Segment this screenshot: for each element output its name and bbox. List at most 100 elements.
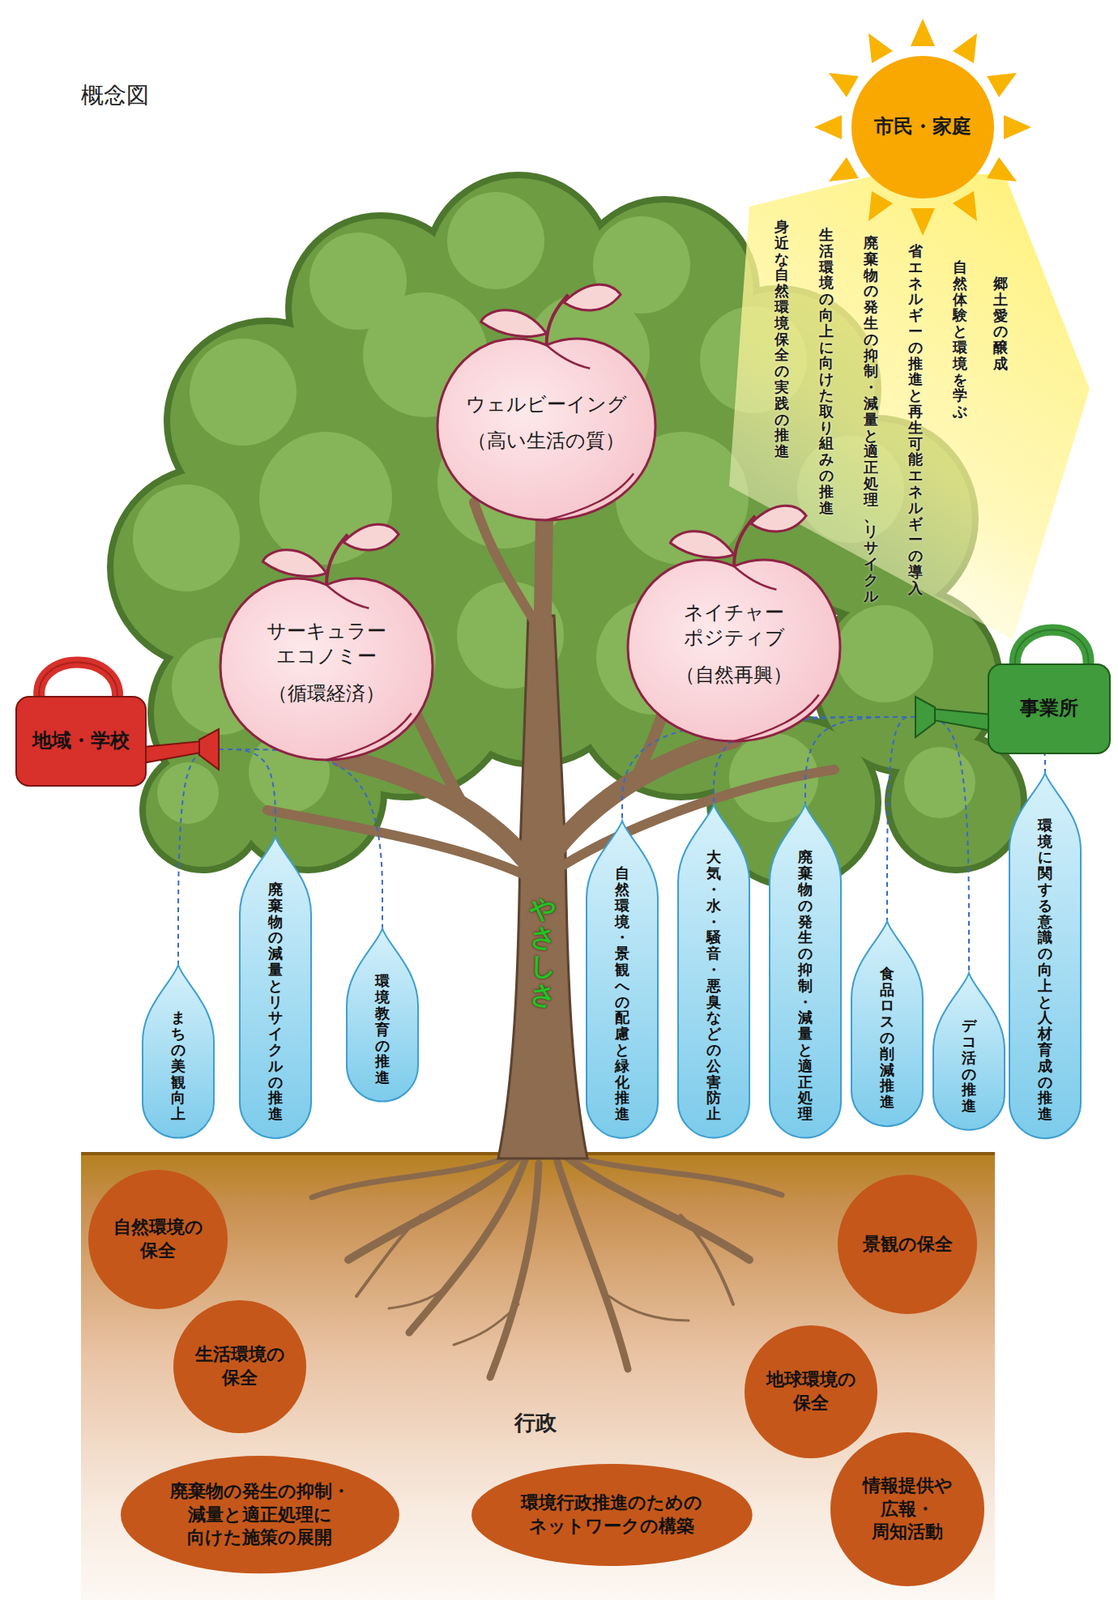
can-handle bbox=[38, 662, 118, 701]
node-text: 市民・家庭 bbox=[874, 114, 972, 140]
sun-disc bbox=[851, 55, 995, 199]
ground-band: 行政自然環境の 保全景観の保全生活環境の 保全地球環境の 保全廃棄物の発生の抑制… bbox=[81, 1152, 995, 1600]
node-text: まちの美観向上 bbox=[170, 1009, 186, 1123]
node-shape bbox=[16, 648, 219, 786]
node-text: 事業所 bbox=[1019, 695, 1079, 722]
water-stream bbox=[218, 749, 276, 837]
peach-leaf bbox=[480, 310, 547, 338]
node-shape bbox=[471, 1463, 753, 1567]
sun-ray bbox=[910, 208, 935, 236]
node-text: 環境行政推進のための ネットワークの構築 bbox=[520, 1491, 703, 1538]
leaf-highlight bbox=[132, 484, 240, 592]
water-drop: デコ活の推進 bbox=[933, 972, 1005, 1131]
node-text: 食品ロスの削減推進 bbox=[879, 965, 895, 1110]
peach-leaf bbox=[262, 550, 327, 577]
water-drop: まちの美観向上 bbox=[142, 964, 214, 1139]
root bbox=[490, 1163, 539, 1378]
drop-shape bbox=[769, 804, 841, 1139]
node-shape bbox=[437, 325, 656, 521]
root bbox=[409, 1160, 525, 1333]
circle-shape bbox=[744, 1325, 878, 1459]
node-text: 廃棄物の減量と リサイクルの推進 bbox=[268, 881, 283, 1123]
sun-ray bbox=[986, 157, 1023, 193]
water-stream bbox=[915, 716, 969, 973]
can-rose bbox=[199, 729, 219, 770]
drop-shape bbox=[346, 928, 419, 1102]
drop-shape bbox=[678, 804, 750, 1139]
peach-stem bbox=[546, 294, 568, 346]
peach-fruit: サーキュラー エコノミー （循環経済） bbox=[220, 565, 433, 760]
sun-ray bbox=[857, 26, 893, 63]
leaf-highlight bbox=[189, 338, 297, 446]
node-text: 生活環境の 保全 bbox=[195, 1343, 286, 1390]
can-rose bbox=[915, 696, 935, 738]
water-drop: 廃棄物の減量と リサイクルの推進 bbox=[239, 836, 312, 1139]
beam-text: 省エネルギーの推進と 再生可能エネルギーの導入 bbox=[908, 243, 923, 597]
peach-leaf bbox=[343, 524, 399, 551]
node-text: ネイチャー ポジティブ bbox=[683, 600, 786, 651]
node-shape bbox=[915, 615, 1110, 754]
can-body bbox=[988, 664, 1110, 754]
peach-crease bbox=[326, 584, 369, 609]
peach-crease bbox=[546, 345, 590, 369]
peach-crease bbox=[546, 473, 634, 521]
water-stream bbox=[178, 749, 219, 965]
node-text: （高い生活の質） bbox=[467, 428, 625, 454]
root bbox=[388, 1280, 454, 1309]
sun-ray bbox=[814, 115, 842, 140]
label-wrap: 自然体験と環境を学ぶ bbox=[952, 259, 968, 420]
trunk-text: やさしさ bbox=[529, 895, 556, 1010]
peach-stem bbox=[733, 516, 756, 567]
leaf-highlight bbox=[157, 762, 219, 824]
node-text: （自然再興） bbox=[675, 662, 793, 688]
water-stream bbox=[887, 716, 916, 922]
label-wrap: 郷土愛の醸成 bbox=[993, 275, 1008, 372]
peach-leaf bbox=[751, 505, 807, 532]
beam-text: 郷土愛の醸成 bbox=[993, 275, 1008, 372]
water-drop: 大気・水・騒音・ 悪臭などの公害防止 bbox=[678, 804, 750, 1139]
sun-ray bbox=[822, 157, 858, 193]
node-text: サーキュラー エコノミー bbox=[266, 618, 387, 670]
roots bbox=[311, 1156, 782, 1378]
drop-shape bbox=[933, 972, 1005, 1131]
watering-can: 地域・学校 bbox=[16, 648, 219, 786]
beam-text: 自然体験と環境を学ぶ bbox=[952, 259, 968, 420]
drop-shape bbox=[1009, 772, 1081, 1139]
sun-ray bbox=[910, 18, 935, 47]
sun-ray bbox=[986, 62, 1023, 98]
beam-text: 廃棄物の発生の抑制・減量と 適正処理、リサイクル bbox=[863, 234, 879, 604]
node-text: 行政 bbox=[514, 1409, 557, 1438]
node-text: 景観の保全 bbox=[862, 1233, 953, 1257]
node-text: 大気・水・騒音・ 悪臭などの公害防止 bbox=[706, 849, 722, 1123]
leaf-cluster bbox=[145, 753, 260, 867]
water-drop: 環境教育の推進 bbox=[346, 928, 419, 1102]
ellipse-shape bbox=[120, 1455, 400, 1574]
water-drop: 環境に関する意識の 向上と人材育成の推進 bbox=[1009, 772, 1081, 1139]
sun-ray bbox=[857, 191, 893, 227]
water-drop: 食品ロスの削減推進 bbox=[851, 921, 923, 1127]
peach-body bbox=[437, 338, 656, 521]
drop-shape bbox=[142, 964, 214, 1139]
leaf-highlight bbox=[904, 746, 976, 819]
circle-shape bbox=[830, 1432, 985, 1587]
drop-shape bbox=[586, 820, 658, 1139]
root bbox=[356, 1215, 422, 1297]
node-text: 情報提供や 広報・ 周知活動 bbox=[862, 1474, 953, 1545]
watering-can: 事業所 bbox=[915, 615, 1110, 754]
beam-text: 生活環境の向上に 向けた取り組みの推進 bbox=[819, 226, 834, 516]
node-text: 環境に関する意識の 向上と人材育成の推進 bbox=[1037, 817, 1053, 1123]
peach-fruit: ウェルビーイング（高い生活の質） bbox=[437, 325, 656, 521]
branch bbox=[267, 810, 525, 875]
node-text: 自然環境・景観への 配慮と緑化推進 bbox=[614, 865, 630, 1123]
peach-leaf bbox=[563, 284, 621, 311]
root bbox=[609, 1296, 689, 1321]
node-text: （循環経済） bbox=[268, 681, 385, 707]
peach-body bbox=[220, 578, 433, 760]
node-shape bbox=[744, 1325, 878, 1459]
policy-circle: 生活環境の 保全 bbox=[173, 1300, 307, 1434]
water-drop: 自然環境・景観への 配慮と緑化推進 bbox=[586, 820, 658, 1139]
branch bbox=[473, 502, 542, 632]
leaf-highlight bbox=[836, 605, 934, 703]
